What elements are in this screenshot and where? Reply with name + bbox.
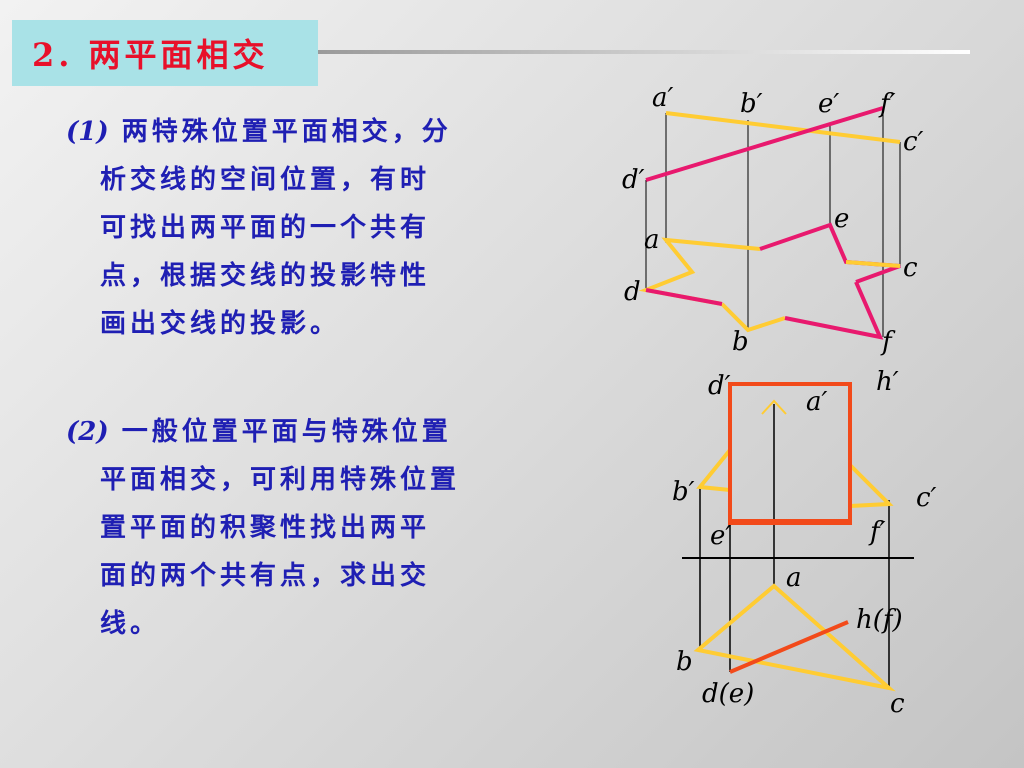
- plane-abc-top-view-right: [845, 260, 901, 268]
- paragraph-2-line-3: 置平面的积聚性找出两平: [100, 513, 431, 543]
- label-c-prime: c′: [916, 483, 937, 513]
- label-e-prime: e′: [710, 521, 731, 551]
- label-d-prime: d′: [708, 371, 731, 401]
- paragraph-2-line-1: 一般位置平面与特殊位置: [121, 417, 452, 447]
- plane-def-top-view-right: [759, 222, 901, 284]
- label-b: b: [676, 647, 693, 677]
- label-d-e: d(e): [702, 679, 754, 709]
- plane-defh-front-view: [728, 382, 852, 525]
- label-a: a: [644, 225, 660, 255]
- label-f-prime: f′: [878, 89, 896, 119]
- label-f-prime: f′: [868, 517, 886, 547]
- label-c: c: [890, 689, 905, 719]
- label-e: e: [834, 204, 849, 234]
- paragraph-2-line-5: 线。: [100, 609, 161, 639]
- label-a-prime: a′: [806, 387, 828, 417]
- plane-def-front-edge: [645, 106, 884, 182]
- paragraph-1-line-5: 画出交线的投影。: [100, 309, 341, 339]
- title-divider: [318, 50, 970, 54]
- arrow-a-prime: [761, 399, 787, 415]
- label-c-prime: c′: [903, 127, 924, 157]
- page-title-text: 2. 两平面相交: [32, 36, 269, 74]
- label-e-prime: e′: [818, 89, 839, 119]
- plane-defh-top-view: [729, 620, 849, 674]
- plane-abc-top-view-bottom: [720, 302, 786, 333]
- label-b-prime: b′: [740, 89, 763, 119]
- diagram-2: d′ h′ a′ b′ c′ e′ f′ a h(f) b d(e) c: [672, 367, 937, 719]
- paragraph-2: (2) 一般位置平面与特殊位置 平面相交，可利用特殊位置 置平面的积聚性找出两平…: [66, 408, 460, 648]
- plane-abc-front-edge: [665, 111, 901, 144]
- paragraph-1-line-1: 两特殊位置平面相交，分: [121, 117, 452, 147]
- paragraph-2-line-4: 面的两个共有点，求出交: [100, 561, 431, 591]
- label-d-prime: d′: [622, 165, 645, 195]
- label-b-prime: b′: [672, 477, 695, 507]
- paragraph-1-line-4: 点，根据交线的投影特性: [100, 261, 431, 291]
- paragraph-1: (1) 两特殊位置平面相交，分 析交线的空间位置，有时 可找出两平面的一个共有 …: [66, 108, 452, 348]
- paragraph-1-number: (1): [66, 117, 109, 147]
- label-c: c: [903, 253, 918, 283]
- paragraph-1-line-3: 可找出两平面的一个共有: [100, 213, 431, 243]
- label-b: b: [732, 327, 749, 357]
- paragraph-2-line-2: 平面相交，可利用特殊位置: [100, 465, 461, 495]
- plane-abc-top-view: [693, 583, 896, 692]
- label-d: d: [624, 277, 641, 307]
- paragraph-1-line-2: 析交线的空间位置，有时: [100, 165, 431, 195]
- paragraph-2-number: (2): [66, 417, 109, 447]
- plane-def-top-view-bottom: [784, 281, 884, 340]
- page-title: 2. 两平面相交: [12, 20, 318, 86]
- label-a: a: [786, 563, 802, 593]
- label-h-prime: h′: [876, 367, 899, 397]
- label-f: f: [880, 327, 896, 357]
- label-h-f: h(f): [856, 605, 903, 635]
- diagram-1-projection-lines: [645, 110, 901, 337]
- label-a-prime: a′: [652, 83, 674, 113]
- diagram-1: a′ b′ e′ f′ c′ d′ e a c d b f: [622, 83, 924, 357]
- plane-abc-front-right: [848, 463, 894, 508]
- plane-def-top-view-left: [645, 288, 723, 306]
- plane-abc-front-left: [696, 448, 732, 492]
